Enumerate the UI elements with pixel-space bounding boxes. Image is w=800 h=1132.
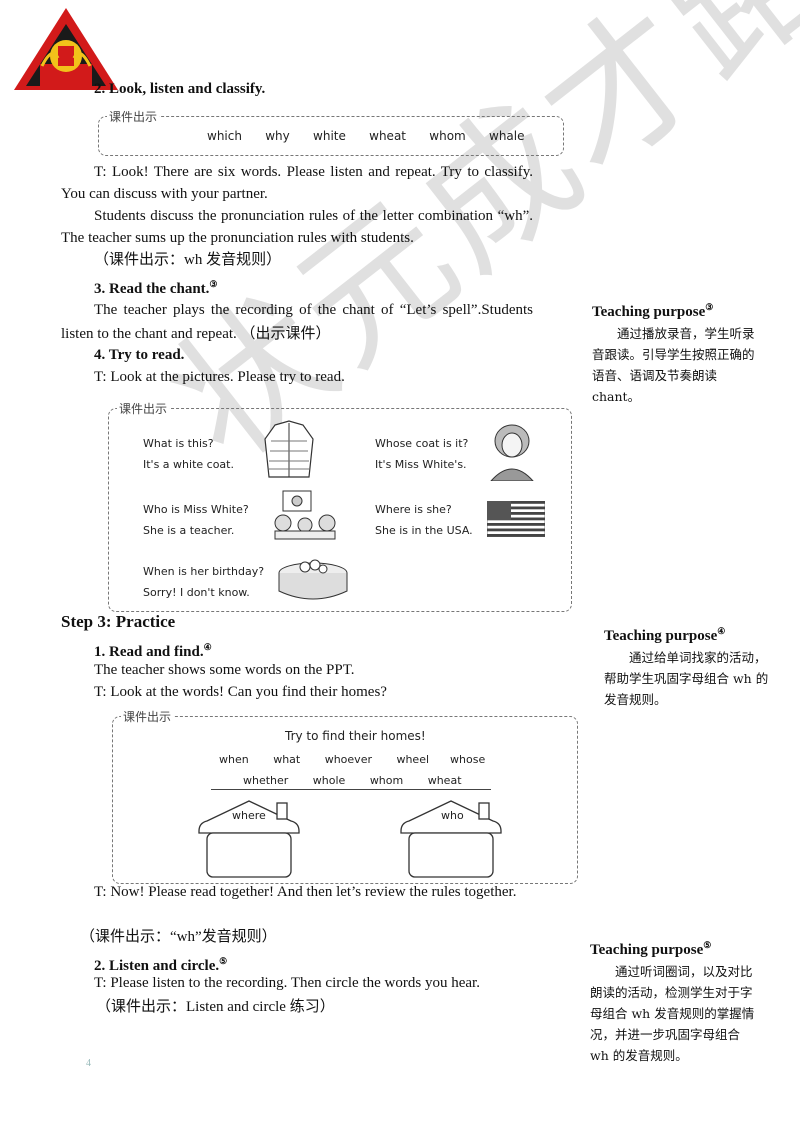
word: what (273, 753, 301, 766)
word-row: when what whoever wheel whose (219, 753, 485, 766)
note: （课件出示：wh 发音规则） (94, 252, 282, 268)
word: whose (450, 753, 486, 766)
word-list: which why white wheat whom whale (207, 129, 525, 143)
paragraph: T: Now! Please read together! And then l… (94, 884, 517, 900)
paragraph: T: Look at the words! Can you find their… (94, 684, 387, 700)
question: Where is she? (375, 503, 452, 516)
section-heading: 3. Read the chant.③ (94, 273, 218, 300)
title-text: Teaching purpose (592, 304, 706, 320)
answer: She is a teacher. (143, 524, 235, 537)
heading-text: 3. Read the chant. (94, 281, 210, 297)
paragraph: The teacher plays the recording of the c… (61, 302, 533, 342)
teaching-purpose-text: 通过播放录音，学生听录音跟读。引导学生按照正确的语音、语调及节奏朗读 chant… (592, 326, 755, 404)
title-text: Teaching purpose (590, 942, 704, 958)
classroom-picture (274, 490, 336, 540)
word: when (219, 753, 249, 766)
house-label: where (232, 809, 266, 822)
paragraph: T: Look at the pictures. Please try to r… (94, 369, 345, 385)
footnote-marker: ⑤ (703, 940, 712, 950)
box-label: 课件出示 (107, 108, 160, 125)
qa-item: Where is she? She is in the USA. (375, 499, 473, 541)
heading-text: 2. Listen and circle. (94, 958, 220, 974)
courseware-box: 课件出示 Try to find their homes! when what … (112, 708, 578, 884)
paragraph: Students discuss the pronunciation rules… (61, 208, 533, 246)
section-heading: 2. Look, listen and classify. (94, 81, 266, 97)
qa-item: Whose coat is it? It's Miss White's. (375, 433, 468, 475)
question: Whose coat is it? (375, 437, 469, 450)
title-text: Teaching purpose (604, 628, 718, 644)
footnote-marker: ③ (705, 302, 714, 312)
question: When is her birthday? (143, 565, 265, 578)
note: （课件出示：“wh”发音规则） (80, 929, 277, 945)
paragraph: T: Please listen to the recording. Then … (94, 975, 480, 991)
footnote-marker: ③ (209, 279, 218, 289)
teaching-purpose-3: Teaching purpose③ 通过播放录音，学生听录音跟读。引导学生按照正… (592, 302, 762, 407)
word: whether (243, 774, 289, 787)
word: whom (429, 129, 466, 143)
teaching-purpose-5: Teaching purpose⑤ 通过听词圈词，以及对比朗读的活动，检测学生对… (590, 940, 758, 1066)
house-label: who (441, 809, 464, 822)
qa-item: When is her birthday? Sorry! I don't kno… (143, 561, 264, 603)
section-heading: 2. Listen and circle.⑤ (94, 950, 227, 977)
section-heading: 1. Read and find.④ (94, 636, 212, 663)
answer: Sorry! I don't know. (143, 586, 250, 599)
courseware-box: 课件出示 which why white wheat whom whale (98, 108, 564, 156)
teaching-purpose-title: Teaching purpose⑤ (590, 940, 758, 959)
section-heading: 4. Try to read. (94, 347, 185, 363)
house-where-icon (198, 800, 300, 878)
word: wheel (396, 753, 430, 766)
word: which (207, 129, 242, 143)
teaching-purpose-text: 通过给单词找家的活动，帮助学生巩固字母组合 wh 的发音规则。 (604, 650, 769, 707)
note: （课件出示：Listen and circle 练习） (96, 999, 335, 1015)
teaching-purpose-title: Teaching purpose③ (592, 302, 762, 321)
coat-picture (264, 420, 314, 478)
question: What is this? (143, 437, 214, 450)
divider (211, 789, 491, 790)
house-who-icon (400, 800, 502, 878)
footnote-marker: ④ (717, 626, 726, 636)
paragraph: T: Look! There are six words. Please lis… (61, 164, 533, 202)
page-number: 4 (86, 1058, 91, 1069)
birthday-cake-picture (278, 559, 348, 600)
word: white (313, 129, 346, 143)
question: Who is Miss White? (143, 503, 249, 516)
word: whom (369, 774, 404, 787)
teaching-purpose-4: Teaching purpose④ 通过给单词找家的活动，帮助学生巩固字母组合 … (604, 626, 772, 710)
teaching-purpose-title: Teaching purpose④ (604, 626, 772, 645)
word: whale (489, 129, 525, 143)
usa-flag-picture (487, 501, 545, 537)
word: wheat (369, 129, 407, 143)
teaching-purpose-text: 通过听词圈词，以及对比朗读的活动，检测学生对于字母组合 wh 发音规则的掌握情况… (590, 964, 755, 1063)
word: why (265, 129, 290, 143)
qa-item: Who is Miss White? She is a teacher. (143, 499, 249, 541)
paragraph: The teacher shows some words on the PPT. (94, 662, 355, 678)
word: whole (312, 774, 346, 787)
answer: It's Miss White's. (375, 458, 467, 471)
footnote-marker: ⑤ (219, 956, 228, 966)
box-label: 课件出示 (117, 400, 170, 417)
word: whoever (324, 753, 372, 766)
courseware-box: 课件出示 What is this? It's a white coat. Wh… (108, 400, 572, 612)
logo-emblem (14, 8, 118, 90)
heading-text: 1. Read and find. (94, 644, 204, 660)
box-title: Try to find their homes! (285, 729, 426, 743)
teacher-portrait-picture (490, 424, 534, 481)
qa-item: What is this? It's a white coat. (143, 433, 234, 475)
answer: It's a white coat. (143, 458, 234, 471)
step-heading: Step 3: Practice (61, 612, 176, 631)
word: wheat (427, 774, 462, 787)
footnote-marker: ④ (203, 642, 212, 652)
answer: She is in the USA. (375, 524, 473, 537)
box-label: 课件出示 (121, 708, 174, 725)
word-row: whether whole whom wheat (243, 774, 462, 787)
